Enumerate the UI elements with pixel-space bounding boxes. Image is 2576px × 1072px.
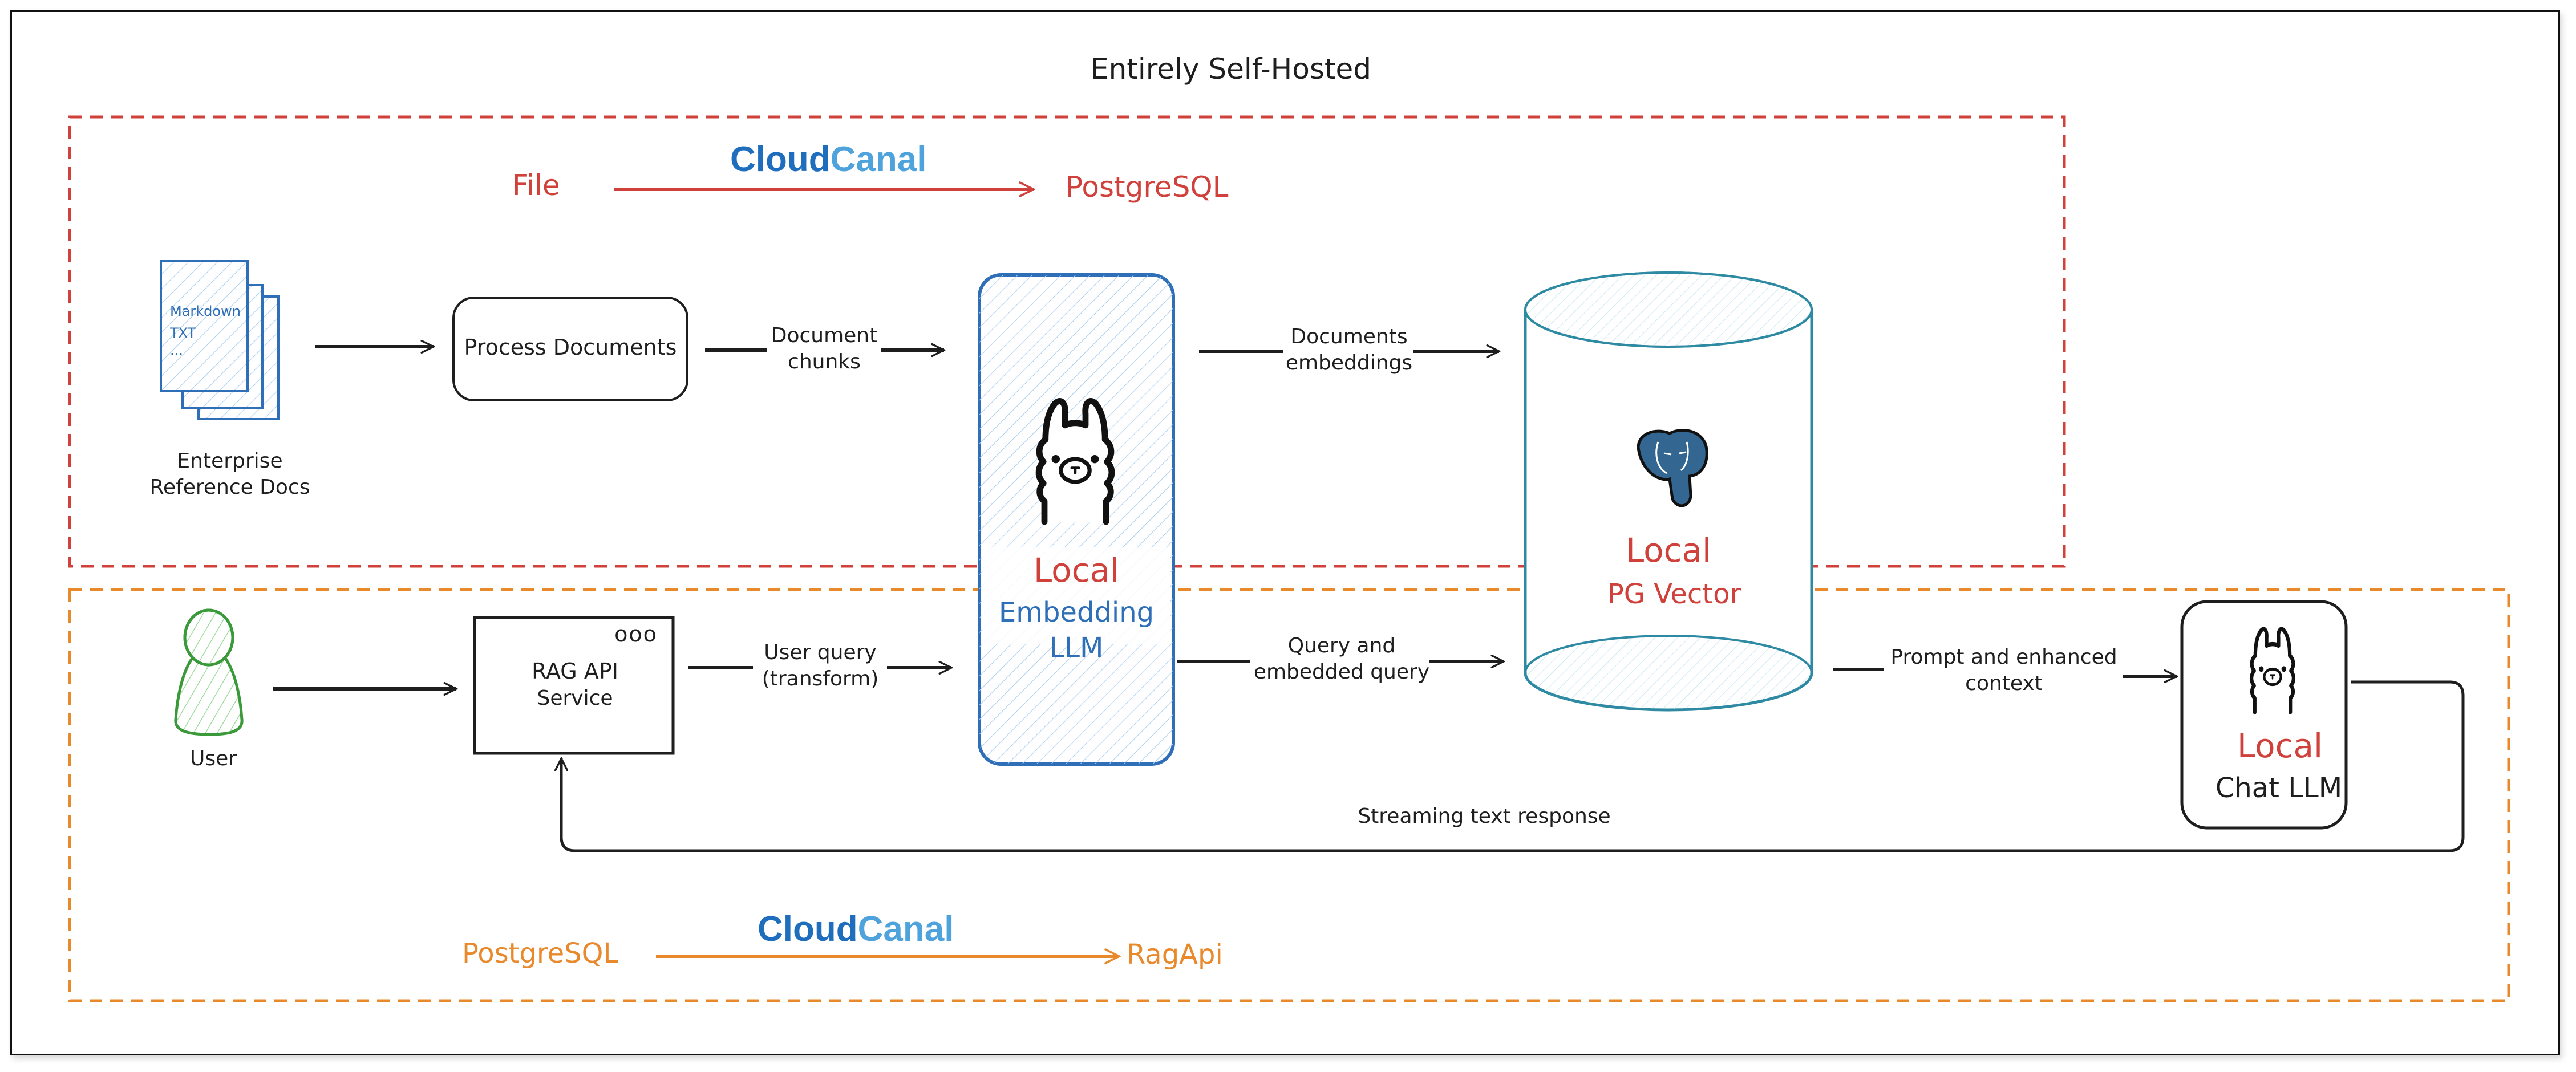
embedding-llm-local: Local bbox=[1034, 551, 1119, 590]
user-label: User bbox=[190, 747, 237, 770]
sync-target-postgresql: PostgreSQL bbox=[1066, 170, 1229, 204]
docs-label-line1: Enterprise bbox=[177, 449, 282, 473]
docs-label-line2: Reference Docs bbox=[149, 476, 310, 499]
sync-source-postgresql: PostgreSQL bbox=[462, 937, 618, 969]
user-query-label-line2: (transform) bbox=[762, 667, 879, 691]
canvas-frame bbox=[10, 10, 2560, 1055]
pgvector-name: PG Vector bbox=[1607, 578, 1741, 610]
cloudcanal-cloud-text: Cloud bbox=[730, 140, 831, 179]
prompt-label-line2: context bbox=[1965, 672, 2043, 695]
embedding-llm-embedding: Embedding bbox=[999, 596, 1154, 628]
embeddings-label-line2: embeddings bbox=[1286, 351, 1412, 375]
rag-api-label-line1: RAG API bbox=[532, 659, 618, 684]
documents-stack-icon bbox=[160, 260, 280, 420]
rag-api-service-box[interactable] bbox=[473, 616, 675, 755]
chat-llm-box[interactable] bbox=[2180, 600, 2348, 830]
rag-api-label-line2: Service bbox=[537, 687, 613, 710]
pgvector-local: Local bbox=[1626, 531, 1711, 570]
chunks-label-line2: chunks bbox=[788, 350, 861, 373]
chat-llm-local: Local bbox=[2237, 726, 2323, 765]
embeddings-label-line1: Documents bbox=[1290, 325, 1407, 348]
cloudcanal-logo-top: CloudCanal bbox=[730, 140, 926, 179]
cloudcanal-logo-bottom: CloudCanal bbox=[758, 909, 954, 949]
sync-source-file: File bbox=[512, 169, 560, 202]
pgvector-database[interactable] bbox=[1524, 271, 1813, 712]
user-query-label-line1: User query bbox=[764, 641, 876, 664]
embedding-llm-llm: LLM bbox=[1050, 632, 1104, 664]
sync-target-ragapi: RagApi bbox=[1127, 939, 1223, 971]
streaming-response-label: Streaming text response bbox=[1358, 805, 1610, 828]
cloudcanal-canal-text: Canal bbox=[858, 909, 954, 949]
chunks-label-line1: Document bbox=[771, 324, 878, 347]
doc-type-txt: TXT bbox=[169, 325, 196, 341]
embedding-label-bg bbox=[982, 547, 1170, 644]
user-icon bbox=[174, 608, 244, 736]
embedded-query-label-line2: embedded query bbox=[1254, 660, 1429, 684]
prompt-label-line1: Prompt and enhanced bbox=[1890, 645, 2117, 669]
chat-llm-name: Chat LLM bbox=[2215, 772, 2342, 804]
pgvector-label-bg bbox=[1529, 562, 1808, 607]
cloudcanal-cloud-text: Cloud bbox=[758, 909, 858, 949]
rag-api-window-dots: ooo bbox=[614, 622, 658, 647]
process-documents-box[interactable] bbox=[452, 297, 688, 401]
embedded-query-label-line1: Query and bbox=[1288, 634, 1396, 657]
streaming-response-arrow bbox=[561, 680, 2465, 852]
cloudcanal-canal-text: Canal bbox=[831, 140, 927, 179]
svg-text:CloudCanal: CloudCanal bbox=[730, 140, 926, 179]
postgresql-elephant-icon bbox=[1637, 429, 1708, 507]
doc-type-more: ... bbox=[170, 342, 183, 358]
diagram-title: Entirely Self-Hosted bbox=[1091, 52, 1371, 86]
svg-text:CloudCanal: CloudCanal bbox=[758, 909, 954, 949]
doc-type-markdown: Markdown bbox=[170, 303, 241, 319]
process-documents-label: Process Documents bbox=[464, 335, 677, 360]
query-region bbox=[68, 588, 2510, 1002]
